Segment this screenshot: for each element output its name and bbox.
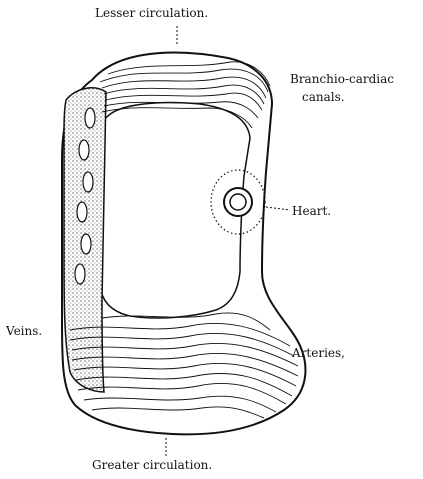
vein-lacuna-icon xyxy=(75,264,85,284)
heart-leader xyxy=(266,207,290,210)
vein-lacuna-icon xyxy=(83,172,93,192)
vein-lacuna-icon xyxy=(79,140,89,160)
greater-circulation-label: Greater circulation. xyxy=(92,458,212,472)
vein-lacuna-icon xyxy=(85,108,95,128)
branchio-cardiac-label: Branchio-cardiac xyxy=(290,72,394,86)
arteries-label: Arteries, xyxy=(292,346,345,360)
heart-icon xyxy=(224,188,252,216)
veins-label: Veins. xyxy=(6,324,42,338)
lesser-circulation-label: Lesser circulation. xyxy=(95,6,208,20)
heart-label: Heart. xyxy=(292,204,331,218)
vein-lacuna-icon xyxy=(77,202,87,222)
greater-circulation-network xyxy=(70,313,298,418)
canals-label: canals. xyxy=(302,90,345,104)
vein-lacuna-icon xyxy=(81,234,91,254)
